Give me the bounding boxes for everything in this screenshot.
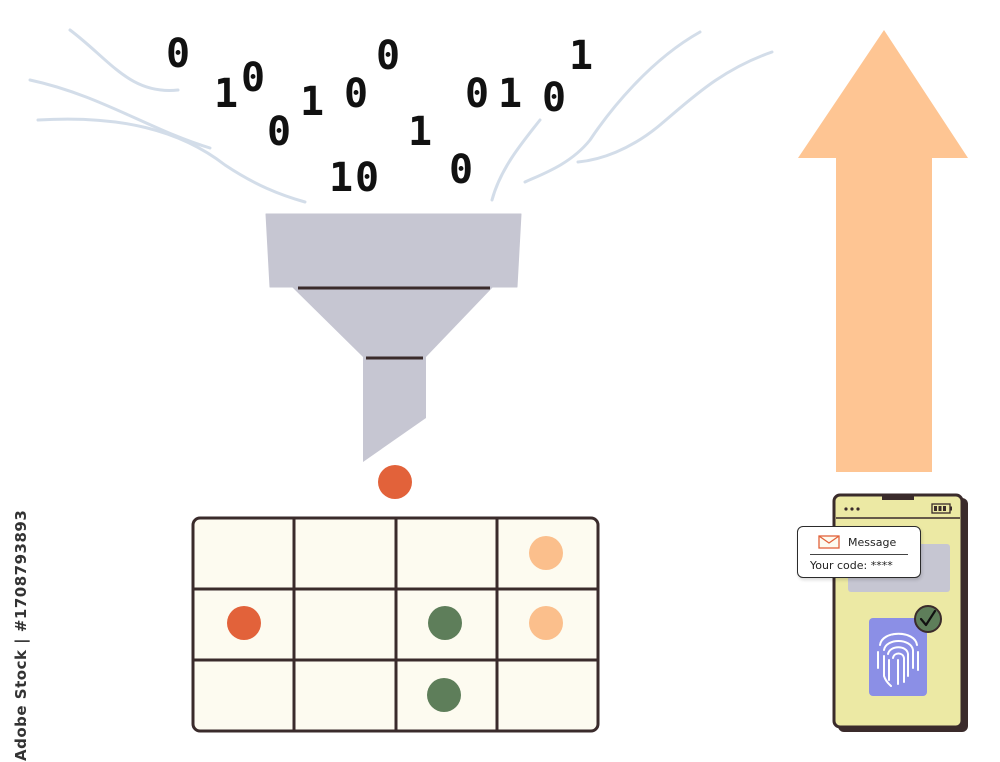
stream-line xyxy=(36,117,307,204)
data-stream-lines xyxy=(28,28,774,204)
up-arrow xyxy=(798,30,968,472)
binary-digit: 1 xyxy=(300,79,325,125)
verification-code-text: Your code: **** xyxy=(810,559,893,572)
envelope-icon xyxy=(818,535,840,549)
binary-digit: 0 xyxy=(465,71,490,117)
stream-line xyxy=(68,28,180,92)
stock-watermark: Adobe Stock | #1708793893 xyxy=(12,509,30,761)
funnel-spout xyxy=(363,357,426,462)
stream-line xyxy=(28,78,212,150)
battery-icon xyxy=(931,503,952,514)
binary-digit: 1 xyxy=(569,33,594,79)
data-grid xyxy=(191,516,600,733)
phone-notch xyxy=(882,495,914,500)
binary-digit: 0 xyxy=(542,75,567,121)
stream-line xyxy=(576,50,774,164)
binary-digit: 0 xyxy=(241,55,266,101)
binary-digit: 1 xyxy=(498,71,523,117)
binary-digit: 0 xyxy=(376,33,401,79)
binary-digit: 0 xyxy=(355,155,380,201)
binary-digit: 1 xyxy=(408,109,433,155)
binary-digit: 0 xyxy=(267,109,292,155)
falling-dot xyxy=(378,465,412,499)
notification-divider xyxy=(810,554,908,555)
grid-dot-orange xyxy=(227,606,261,640)
check-badge-icon xyxy=(914,605,942,633)
binary-digit: 1 xyxy=(329,155,354,201)
notification-title: Message xyxy=(848,536,897,549)
stream-line xyxy=(490,118,542,202)
binary-digit: 1 xyxy=(214,71,239,117)
funnel xyxy=(265,213,522,462)
funnel-top xyxy=(265,213,522,288)
message-notification[interactable]: Message Your code: **** xyxy=(797,526,921,578)
fingerprint-icon xyxy=(877,632,919,687)
binary-digit: 0 xyxy=(449,147,474,193)
stream-line xyxy=(523,30,702,184)
phone-menu-dots-icon xyxy=(844,507,860,511)
grid-dot-peach xyxy=(529,536,563,570)
grid-dot-green xyxy=(427,678,461,712)
grid-dot-peach xyxy=(529,606,563,640)
funnel-cone xyxy=(292,287,493,357)
grid-dot-green xyxy=(428,606,462,640)
binary-digit: 0 xyxy=(166,31,191,77)
binary-digit: 0 xyxy=(344,71,369,117)
check-mark-icon xyxy=(919,609,937,627)
